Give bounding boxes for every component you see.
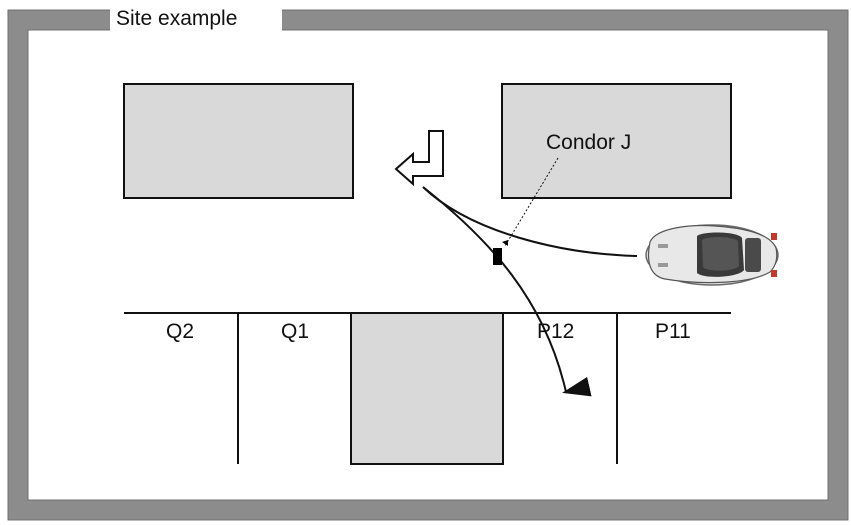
device-label: Condor J bbox=[546, 131, 632, 154]
building-top-right bbox=[501, 83, 732, 199]
condor-device bbox=[493, 248, 502, 265]
building-center bbox=[350, 312, 504, 465]
building-top-left bbox=[123, 83, 354, 199]
parking-label-p12: P12 bbox=[537, 320, 575, 343]
car-icon bbox=[645, 224, 779, 286]
parking-label-q2: Q2 bbox=[166, 320, 195, 343]
turn-arrow-icon bbox=[394, 130, 444, 187]
diagram-title: Site example bbox=[110, 4, 282, 34]
parking-label-p11: P11 bbox=[655, 320, 691, 343]
parking-label-q1: Q1 bbox=[281, 320, 310, 343]
device-leader-line bbox=[504, 157, 559, 247]
path-arrow-icon bbox=[422, 186, 592, 397]
